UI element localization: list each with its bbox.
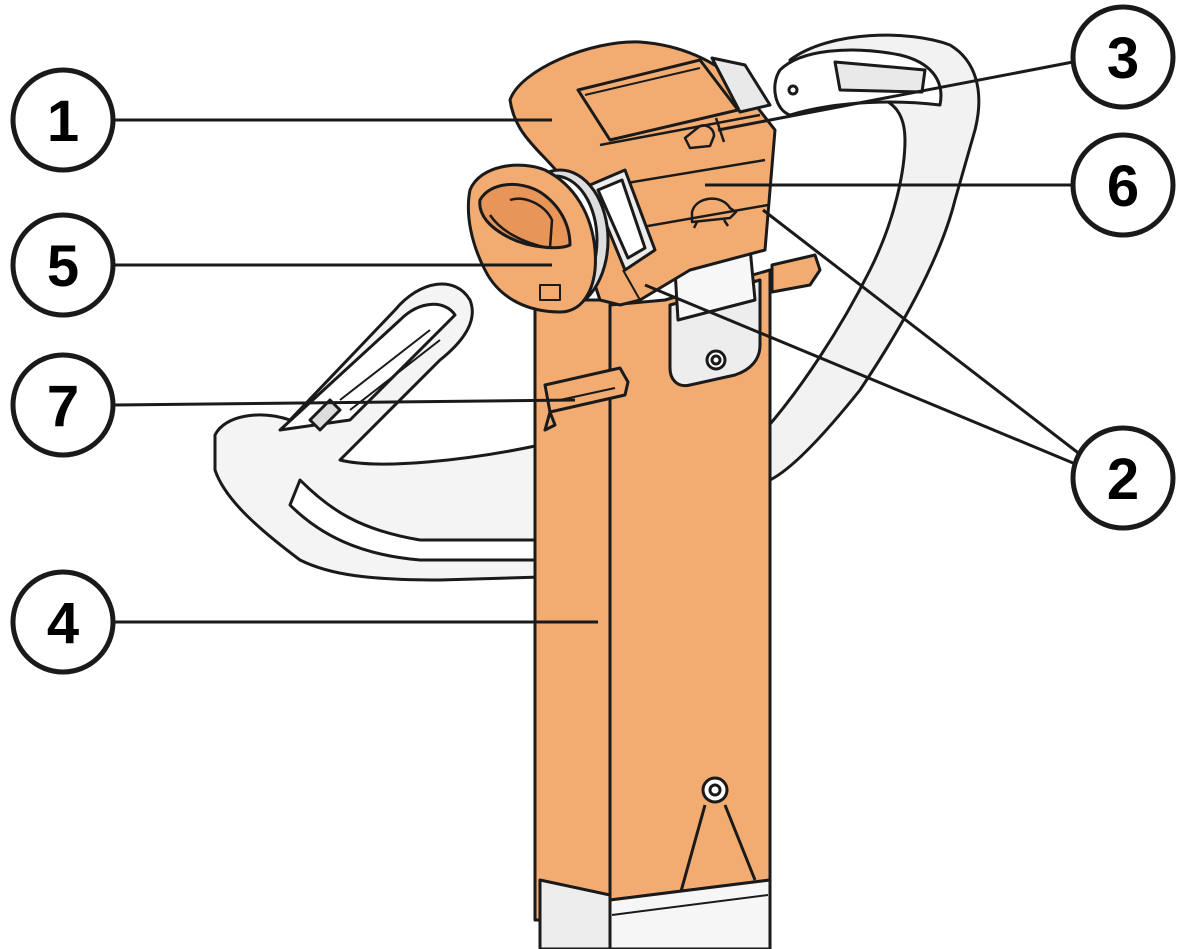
callout-5: 5 — [10, 212, 116, 318]
callout-4: 4 — [10, 569, 116, 675]
callout-number: 7 — [47, 374, 79, 439]
callout-number: 3 — [1107, 26, 1139, 91]
callout-number: 1 — [47, 89, 79, 154]
rotary-knob — [466, 163, 610, 314]
callout-number: 5 — [47, 234, 79, 299]
callout-number: 4 — [47, 591, 79, 656]
leader-2a — [644, 283, 1086, 470]
callout-circle — [1070, 425, 1176, 531]
callout-circle — [1070, 132, 1176, 238]
callout-circle — [10, 352, 116, 458]
leader-3 — [717, 60, 1074, 132]
head-housing — [508, 40, 777, 307]
callout-circle — [10, 67, 116, 173]
leader-7 — [111, 398, 576, 407]
callout-7: 7 — [10, 352, 116, 458]
callout-1: 1 — [10, 67, 116, 173]
callout-circle — [10, 569, 116, 675]
callout-circle — [1070, 4, 1176, 110]
callout-3: 3 — [1070, 4, 1176, 110]
callout-number: 2 — [1107, 447, 1139, 512]
leader-lines — [111, 60, 1091, 624]
left-handle-grip — [213, 282, 612, 582]
callout-2: 2 — [1070, 425, 1176, 531]
side-tab-right — [770, 253, 822, 294]
callout-circle — [10, 212, 116, 318]
right-handle-grip — [763, 33, 981, 482]
callout-6: 6 — [1070, 132, 1176, 238]
tiller-column — [533, 246, 772, 949]
leader-2b — [762, 208, 1091, 464]
callout-number: 6 — [1107, 154, 1139, 219]
turtle-icon — [690, 197, 738, 229]
